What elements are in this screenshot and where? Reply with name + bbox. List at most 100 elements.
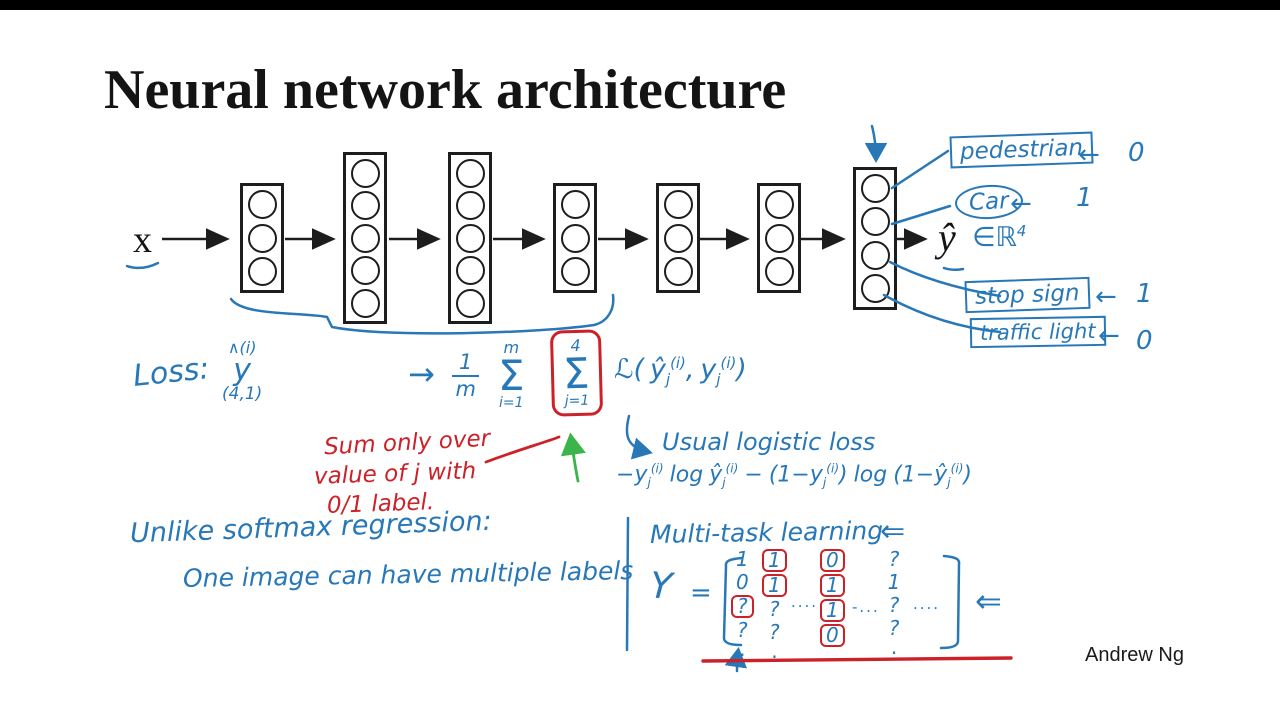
sup-i: (i) bbox=[670, 354, 686, 372]
arrow-stop-sign: ← bbox=[1095, 282, 1117, 312]
sum-lower: j=1 bbox=[564, 392, 590, 410]
sum-upper: m bbox=[503, 338, 520, 357]
sum-over-i: m Σ i=1 bbox=[498, 340, 525, 410]
neuron bbox=[350, 158, 380, 188]
loss-label: Loss: bbox=[131, 351, 212, 394]
close-paren: ) bbox=[839, 462, 848, 488]
y-ji: yj(i) bbox=[634, 462, 664, 490]
value-pedestrian: 0 bbox=[1128, 138, 1145, 168]
arrow-traffic-light: ← bbox=[1098, 321, 1120, 351]
matrix-after-arrow: ⇐ bbox=[975, 582, 1002, 620]
script-L: ℒ bbox=[614, 354, 634, 385]
open-paren: (1− bbox=[893, 462, 935, 488]
frac-numerator: 1 bbox=[452, 352, 480, 377]
yhat-base: y bbox=[233, 353, 252, 388]
letterbox-bar bbox=[0, 0, 1280, 10]
green-arrow bbox=[560, 432, 586, 483]
neuron bbox=[455, 223, 485, 253]
neuron bbox=[247, 223, 277, 253]
network-layer-5 bbox=[656, 183, 700, 293]
softmax-note-line-1: Unlike softmax regression: bbox=[129, 505, 493, 550]
matrix-dots: . bbox=[771, 639, 778, 663]
yhat-underline bbox=[942, 266, 965, 272]
neuron bbox=[455, 256, 485, 285]
output-tag-traffic-light: traffic light bbox=[969, 315, 1106, 349]
multitask-label: Multi-task learning bbox=[649, 515, 884, 550]
network-layer-3 bbox=[448, 152, 492, 324]
output-layer-arrow bbox=[864, 124, 888, 163]
network-layer-7 bbox=[853, 167, 897, 310]
red-note-line-1: Sum only over bbox=[323, 425, 491, 461]
neuron bbox=[350, 288, 380, 318]
value-stop-sign: 1 bbox=[1136, 279, 1153, 309]
neuron bbox=[350, 223, 380, 253]
matrix-cell: 1 bbox=[820, 599, 845, 622]
network-layer-2 bbox=[343, 152, 387, 324]
author-credit: Andrew Ng bbox=[1085, 644, 1184, 666]
sub-j: j bbox=[665, 370, 671, 389]
close-paren: ) bbox=[963, 462, 972, 488]
yhat: ŷ bbox=[709, 462, 723, 488]
yhat: ŷ bbox=[650, 354, 666, 385]
sub-j: j bbox=[716, 370, 721, 389]
neuron bbox=[663, 256, 693, 286]
yhat: ŷ bbox=[934, 462, 948, 488]
matrix-name: Y bbox=[648, 565, 674, 608]
frac-denominator: m bbox=[455, 377, 476, 401]
sup-i: (i) bbox=[650, 462, 664, 476]
slide-title: Neural network architecture bbox=[104, 59, 787, 121]
matrix-cell: 0 bbox=[820, 549, 845, 572]
neuron bbox=[860, 240, 890, 270]
output-space: ∈ℝ4 bbox=[972, 222, 1026, 253]
softmax-note-line-2: One image can have multiple labels bbox=[182, 556, 634, 593]
line-to-pedestrian bbox=[890, 149, 950, 190]
yhat-ji: ŷj(i) bbox=[934, 462, 963, 490]
matrix-separator: -... bbox=[852, 598, 880, 616]
sigma: Σ bbox=[498, 351, 525, 400]
output-label: ŷ bbox=[938, 215, 956, 260]
sub-j: j bbox=[647, 475, 651, 490]
sum-lower: i=1 bbox=[499, 394, 524, 411]
paren: ) bbox=[736, 354, 747, 385]
loss-term: ℒ(ŷj(i),yj(i)) bbox=[614, 354, 747, 388]
matrix-dots: . bbox=[739, 637, 746, 661]
neuron bbox=[247, 190, 277, 220]
matrix-cell: ? bbox=[731, 595, 754, 618]
y-ji: yj(i) bbox=[700, 354, 736, 389]
red-note-line-2: value of j with bbox=[313, 458, 477, 490]
yhat-ji: ŷj(i) bbox=[709, 462, 738, 490]
matrix-cell: 1 bbox=[762, 549, 787, 572]
matrix-cell: 1 bbox=[820, 574, 845, 597]
value-car: 1 bbox=[1076, 183, 1093, 213]
matrix-column-4: ?1??. bbox=[886, 547, 902, 659]
matrix-cell: ? bbox=[769, 597, 780, 621]
network-layer-4 bbox=[553, 183, 597, 293]
red-note-connector bbox=[484, 435, 561, 464]
open-paren: (1− bbox=[768, 462, 810, 488]
arrow-car: ← bbox=[1010, 189, 1032, 219]
matrix-cell: ? bbox=[888, 547, 900, 571]
x-underline bbox=[125, 261, 160, 270]
output-tag-pedestrian: pedestrian bbox=[949, 131, 1094, 169]
output-tag-stop-sign: stop sign bbox=[964, 276, 1091, 314]
neuron bbox=[663, 190, 693, 220]
sub-j: j bbox=[722, 475, 726, 490]
real-space: ∈ℝ bbox=[972, 222, 1017, 253]
yhat-shape: (4,1) bbox=[222, 384, 263, 404]
minus: − bbox=[616, 462, 635, 488]
real-space-dim: 4 bbox=[1016, 222, 1027, 240]
matrix-cell: ? bbox=[769, 620, 780, 644]
arrow-pedestrian: ← bbox=[1078, 140, 1100, 170]
matrix-cell: 0 bbox=[735, 570, 749, 594]
value-traffic-light: 0 bbox=[1136, 326, 1153, 356]
neuron bbox=[860, 174, 890, 204]
comma: , bbox=[685, 354, 695, 385]
yhat-annotated: ∧(i) y (4,1) bbox=[222, 340, 262, 403]
logistic-loss-label: Usual logistic loss bbox=[662, 428, 876, 456]
matrix-cell: 0 bbox=[820, 624, 845, 647]
sum-over-j-boxed: 4 Σ j=1 bbox=[549, 329, 603, 417]
sub-j: j bbox=[947, 475, 951, 490]
matrix-dots: . bbox=[890, 635, 898, 659]
